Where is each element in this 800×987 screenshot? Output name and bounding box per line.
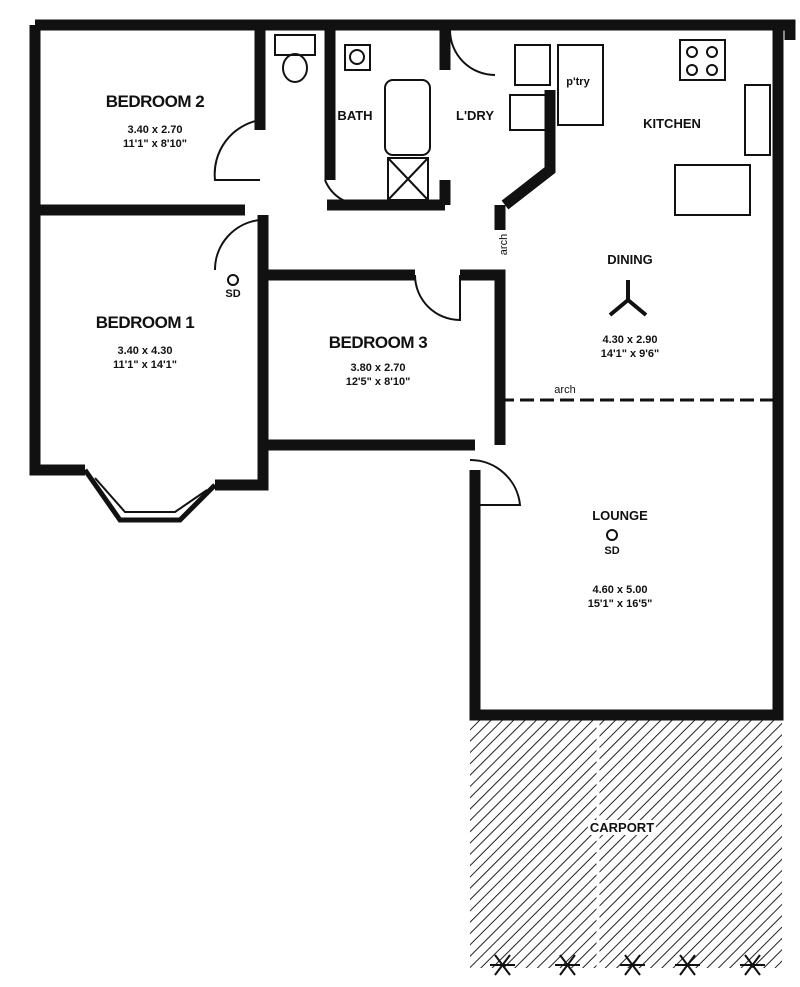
bedroom3-imperial: 12'5" x 8'10": [345, 376, 411, 388]
laundry-label: L'DRY: [456, 108, 494, 123]
arch-label-hall: arch: [498, 233, 511, 256]
plants: [490, 954, 765, 976]
pantry-label: p'try: [566, 76, 590, 88]
walls: [29, 19, 796, 721]
hall-smoke-detector: SD: [225, 288, 241, 300]
dining-label: DINING: [607, 252, 653, 267]
bedroom1-imperial: 11'1" x 14'1": [113, 359, 177, 371]
carport-area: [470, 718, 782, 968]
arch-label: arch: [554, 384, 576, 396]
fixtures: [227, 34, 771, 541]
dining-imperial: 14'1" x 9'6": [600, 348, 660, 360]
bedroom1-metric: 3.40 x 4.30: [117, 345, 173, 357]
bedroom2-imperial: 11'1" x 8'10": [123, 138, 187, 150]
bedroom2-metric: 3.40 x 2.70: [127, 124, 183, 136]
lounge-label: LOUNGE: [592, 508, 648, 523]
kitchen-label: KITCHEN: [643, 116, 701, 131]
bath-label: BATH: [337, 108, 373, 123]
lounge-metric: 4.60 x 5.00: [592, 584, 648, 596]
bay-window: [82, 468, 217, 523]
lounge-smoke-detector: SD: [604, 545, 620, 557]
lounge-imperial: 15'1" x 16'5": [587, 598, 653, 610]
bedroom3-label: BEDROOM 3: [328, 333, 428, 352]
doors: [213, 29, 522, 506]
dining-metric: 4.30 x 2.90: [602, 334, 658, 346]
bedroom2-label: BEDROOM 2: [105, 92, 205, 111]
bedroom3-metric: 3.80 x 2.70: [350, 362, 406, 374]
bedroom1-label: BEDROOM 1: [95, 313, 195, 332]
carport-label: CARPORT: [587, 820, 657, 835]
